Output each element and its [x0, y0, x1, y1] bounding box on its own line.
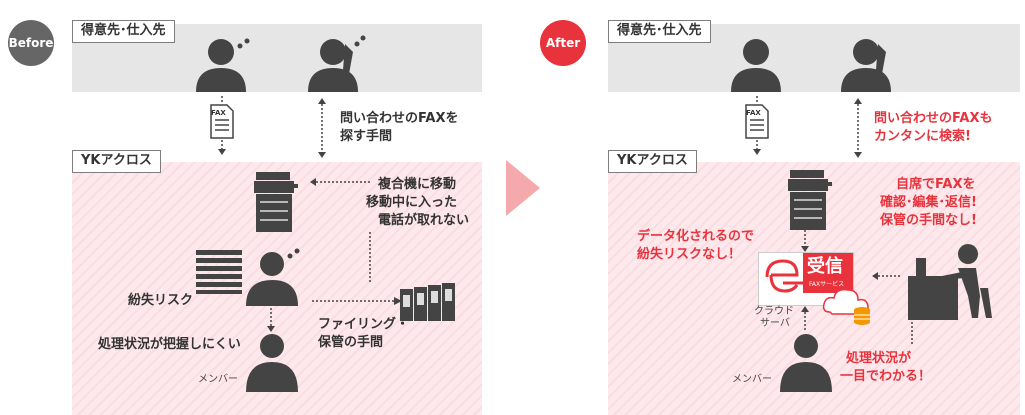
service-logo-sub: FAXサービス [809, 281, 845, 288]
filing-text-1: ファイリング・ [318, 317, 410, 332]
before-badge: Before [8, 20, 54, 66]
dotted-arrow-left-icon [872, 272, 902, 280]
filing-text-2: 保管の手間 [318, 335, 384, 350]
status-easy-text-1: 処理状況が [846, 351, 912, 366]
double-arrow-icon [854, 98, 862, 158]
before-inquiry-text-2: 探す手間 [340, 129, 393, 144]
mfp-text-2: 移動中に入った [366, 195, 458, 210]
status-hard-text: 処理状況が把握しにくい [98, 337, 241, 352]
service-logo-main: 受信 [807, 256, 843, 277]
dotted-arrow-up-icon [801, 306, 809, 332]
member-icon [246, 334, 298, 392]
cloud-label-1: クラウド [754, 306, 794, 317]
dotted-arrow-down-icon [801, 230, 809, 252]
e-logo-right: 受信 FAXサービス [803, 253, 853, 293]
transition-arrow-icon [506, 160, 540, 216]
person-phone-icon [841, 39, 891, 92]
before-company-label: YKアクロス [72, 150, 161, 173]
person-icon [731, 39, 781, 92]
paper-stack-icon [196, 250, 242, 294]
after-company-label: YKアクロス [608, 150, 697, 173]
loss-risk-text: 紛失リスク [128, 293, 194, 308]
member-label: メンバー [732, 374, 772, 385]
after-inquiry-text-1: 問い合わせのFAXも [874, 111, 993, 126]
cloud-server-icon [822, 288, 870, 325]
status-easy-text-2: 一目でわかる！ [840, 369, 932, 384]
fax-icon-text: FAX [746, 109, 761, 117]
dotted-arrow-left-icon [310, 178, 370, 186]
after-badge: After [540, 20, 586, 66]
mfp-text-3: 電話が取れない [378, 213, 470, 228]
fax-document-icon [210, 96, 234, 155]
person-phone-icon [308, 35, 366, 92]
desk-worker-icon [908, 244, 992, 320]
e-logo-left [759, 253, 803, 305]
cloud-label-2: サーバ [760, 318, 790, 329]
after-partner-label: 得意先･仕入先 [608, 20, 711, 43]
e-fax-service-logo: 受信 FAXサービス [758, 252, 854, 306]
dotted-connector [369, 232, 371, 282]
worried-person-icon [246, 248, 300, 306]
before-partner-label: 得意先･仕入先 [72, 20, 175, 43]
member-label: メンバー [198, 374, 238, 385]
printer-icon [788, 170, 832, 230]
dotted-arrow-right-icon [312, 297, 402, 305]
member-icon [780, 334, 832, 392]
desk-text-3: 保管の手間なし! [880, 213, 977, 228]
desk-text-2: 確認･編集･返信! [880, 195, 977, 210]
after-inquiry-text-2: カンタンに検索! [874, 129, 971, 144]
fax-document-icon [745, 96, 769, 155]
dotted-connector [911, 318, 913, 344]
data-text-2: 紛失リスクなし！ [637, 247, 742, 262]
e-letter-icon [765, 259, 803, 293]
data-text-1: データ化されるので [637, 229, 755, 244]
dotted-arrow-down-icon [267, 308, 275, 332]
binder-files-icon [400, 283, 455, 321]
before-inquiry-text-1: 問い合わせのFAXを [340, 111, 459, 126]
desk-text-1: 自席でFAXを [896, 177, 976, 192]
double-arrow-icon [318, 98, 326, 158]
fax-icon-text: FAX [211, 109, 226, 117]
mfp-text-1: 複合機に移動 [378, 177, 457, 192]
printer-icon [254, 172, 298, 232]
person-icon [196, 38, 250, 92]
